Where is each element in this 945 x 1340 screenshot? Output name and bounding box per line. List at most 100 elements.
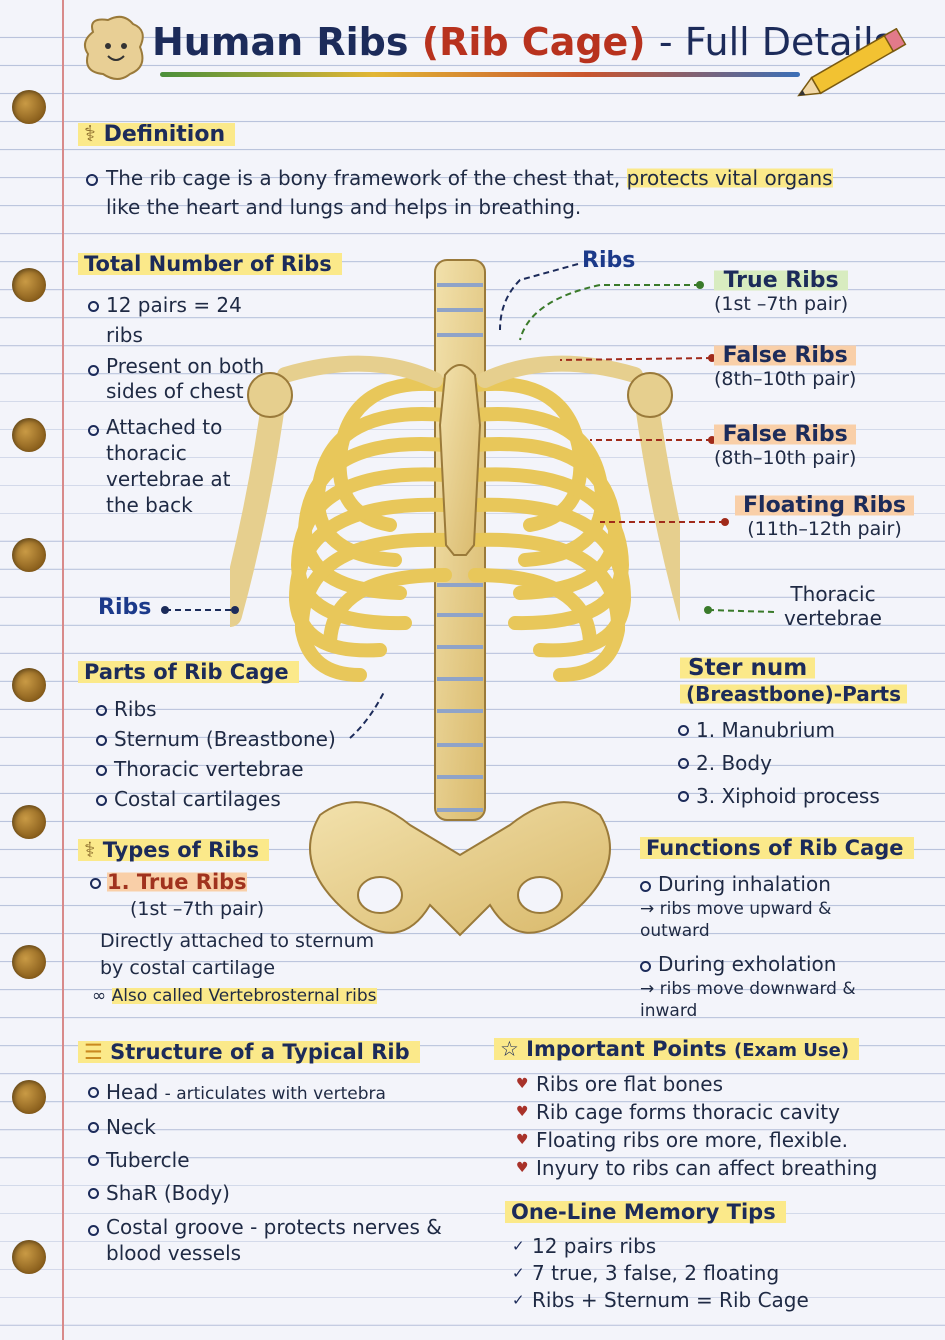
list-item: ShaR (Body) — [84, 1177, 444, 1210]
star-icon: ☆ — [500, 1037, 519, 1061]
list-item: 12 pairs ribs — [510, 1233, 910, 1260]
definition-text: The rib cage is a bony framework of the … — [86, 164, 906, 222]
types-aka: ∞ Also called Vertebrosternal ribs — [92, 986, 377, 1006]
types-range: (1st –7th pair) — [130, 898, 265, 920]
types-item: 1. True Ribs — [90, 870, 247, 894]
structure-item-main: Neck — [106, 1115, 156, 1139]
list-item: Tubercle — [84, 1144, 444, 1177]
false-ribs-title-1: False Ribs — [714, 343, 857, 368]
definition-plain: The rib cage is a bony framework of the … — [106, 166, 621, 190]
functions-exh-detail: → ribs move downward & inward — [640, 979, 856, 1021]
list-item: Ribs — [92, 694, 352, 724]
structure-heading: ☰ Structure of a Typical Rib — [78, 1038, 420, 1066]
floating-ribs-range: (11th–12th pair) — [747, 518, 902, 540]
sternum-heading: Ster num — [680, 655, 816, 681]
structure-title: Structure of a Typical Rib — [110, 1040, 410, 1064]
list-item: Attached to thoracic vertebrae at the ba… — [84, 414, 256, 518]
list-item: Sternum (Breastbone) — [92, 724, 352, 754]
definition-end: like the heart and lungs and helps in br… — [106, 195, 582, 219]
list-item: Ribs + Sternum = Rib Cage — [510, 1287, 910, 1314]
structure-item-main: Tubercle — [106, 1148, 190, 1172]
floating-ribs-title: Floating Ribs — [735, 493, 914, 518]
structure-list: Head - articulates with vertebra Neck Tu… — [84, 1076, 444, 1266]
list-item: Thoracic vertebrae — [92, 754, 352, 784]
bullet-icon — [90, 877, 101, 889]
definition-highlight: protects vital organs — [626, 166, 833, 190]
important-note: (Exam Use) — [733, 1040, 850, 1061]
list-item: Neck — [84, 1111, 444, 1144]
definition-title: Definition — [103, 122, 226, 147]
margin-line — [62, 0, 64, 1340]
list-item: 12 pairs = 24 ribs — [84, 290, 284, 350]
list-item: 1. Manubrium — [674, 714, 924, 747]
total-list: 12 pairs = 24 ribs Present on both sides… — [84, 290, 284, 518]
ribs-left-label: Ribs — [98, 595, 152, 620]
binder-hole — [12, 945, 46, 979]
binder-hole — [12, 1080, 46, 1114]
binder-hole — [12, 668, 46, 702]
list-item: Floating ribs ore more, flexible. — [514, 1126, 924, 1154]
list-item: 2. Body — [674, 747, 924, 780]
functions-heading: Functions of Rib Cage — [640, 834, 914, 862]
clavicle-left — [277, 355, 443, 388]
sternum-list: 1. Manubrium 2. Body 3. Xiphoid process — [674, 714, 924, 813]
important-heading: ☆ Important Points (Exam Use) — [494, 1035, 860, 1063]
title-paren: (Rib Cage) — [421, 20, 646, 64]
types-title: Types of Ribs — [102, 838, 260, 862]
link-icon: ∞ — [92, 986, 107, 1006]
list-item: During inhalation — [636, 870, 926, 898]
floating-ribs-label: Floating Ribs (11th–12th pair) — [735, 493, 914, 540]
true-ribs-label: True Ribs (1st –7th pair) — [714, 268, 849, 315]
list-item: 3. Xiphoid process — [674, 780, 924, 813]
list-item: 7 true, 3 false, 2 floating — [510, 1260, 910, 1287]
false-ribs-range-1: (8th–10th pair) — [714, 368, 857, 390]
types-desc: Directly attached to sternum by costal c… — [100, 930, 375, 979]
list-item: Present on both sides of chest — [84, 354, 284, 404]
binder-hole — [12, 1240, 46, 1274]
humerus-left — [230, 378, 287, 627]
binder-hole — [12, 538, 46, 572]
types-heading: ⚕ Types of Ribs — [78, 836, 270, 864]
list-item: During exholation — [636, 950, 926, 978]
list-item: Rib cage forms thoracic cavity — [514, 1098, 924, 1126]
list-item: Ribs ore flat bones — [514, 1070, 924, 1098]
definition-heading: ⚕ Definition — [78, 120, 236, 149]
parts-heading: Parts of Rib Cage — [78, 658, 299, 686]
sternum — [438, 364, 482, 556]
list-item: Costal cartilages — [92, 784, 352, 814]
true-ribs-title: True Ribs — [714, 268, 849, 293]
types-aka-text: Also called Vertebrosternal ribs — [111, 986, 377, 1006]
false-ribs-label-2: False Ribs (8th–10th pair) — [714, 422, 857, 469]
list-item: Inyury to ribs can affect breathing — [514, 1154, 924, 1182]
layers-icon: ☰ — [84, 1040, 103, 1064]
title-underline — [160, 72, 800, 77]
title-main: Human Ribs — [152, 20, 409, 64]
humerus-right — [633, 378, 680, 622]
structure-item-note: - protects nerves & blood vessels — [106, 1215, 442, 1265]
ribs-top-label: Ribs — [582, 248, 636, 273]
bone-icon: ⚕ — [84, 122, 96, 147]
structure-item-main: ShaR (Body) — [106, 1181, 230, 1205]
false-ribs-title-2: False Ribs — [714, 422, 857, 447]
tips-heading: One-Line Memory Tips — [505, 1198, 786, 1226]
structure-item-main: Head — [106, 1080, 159, 1104]
types-item-title: 1. True Ribs — [107, 870, 247, 894]
pencil-icon — [797, 28, 907, 97]
bullet-icon — [86, 173, 98, 186]
tips-list: 12 pairs ribs 7 true, 3 false, 2 floatin… — [510, 1233, 910, 1314]
binder-hole — [12, 418, 46, 452]
list-item: Head - articulates with vertebra — [84, 1076, 444, 1111]
bone-icon: ⚕ — [84, 838, 96, 862]
ribs — [288, 376, 632, 682]
parts-list: Ribs Sternum (Breastbone) Thoracic verte… — [92, 694, 352, 814]
important-list: Ribs ore flat bones Rib cage forms thora… — [514, 1070, 924, 1182]
binder-hole — [12, 90, 46, 124]
false-ribs-label-1: False Ribs (8th–10th pair) — [714, 343, 857, 390]
functions-list: During inhalation — [636, 870, 926, 898]
important-title: Important Points — [526, 1037, 727, 1061]
rib-cage-illustration — [230, 259, 680, 937]
functions-list-2: During exholation — [636, 950, 926, 978]
list-item: Costal groove - protects nerves & blood … — [84, 1214, 444, 1266]
thoracic-label: Thoracic vertebrae — [784, 582, 882, 630]
